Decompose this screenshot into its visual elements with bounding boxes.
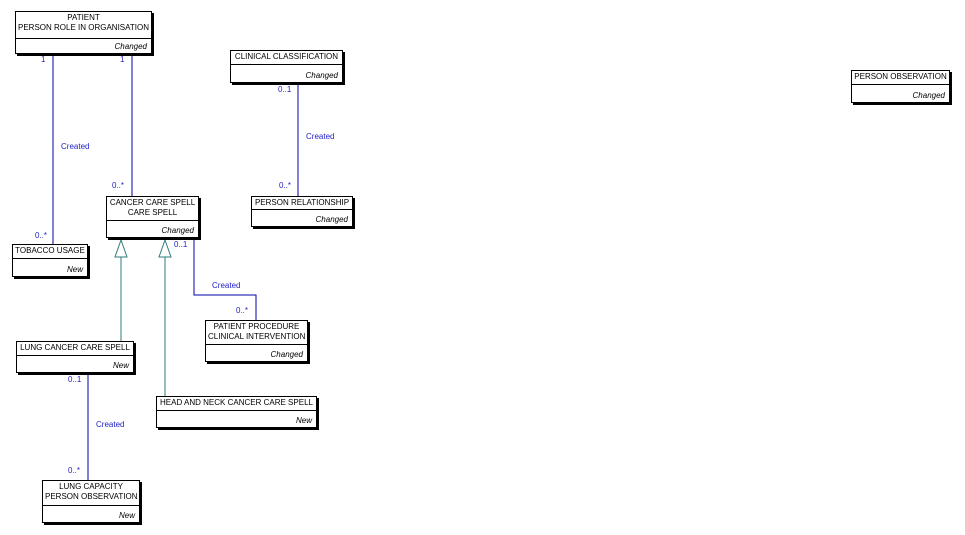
inheritance-arrow-head-neck [158,238,172,258]
entity-head-neck-cancer-care-spell[interactable]: HEAD AND NECK CANCER CARE SPELL New [156,396,317,428]
entity-person-relationship-name: PERSON RELATIONSHIP [252,197,352,208]
entity-clinical-classification-name: CLINICAL CLASSIFICATION [231,51,342,62]
entity-patient-name: PATIENT PERSON ROLE IN ORGANISATION [16,12,151,33]
entity-lung-capacity[interactable]: LUNG CAPACITY PERSON OBSERVATION New [42,480,140,523]
relationship-label-cancer-procedure: Created [212,281,241,290]
cardinality-classification-source: 0..1 [278,85,292,94]
cardinality-patient-tobacco-source: 1 [41,55,46,64]
entity-tobacco-usage-divider [13,258,87,259]
entity-tobacco-usage-status: New [66,265,83,274]
entity-person-observation-name: PERSON OBSERVATION [852,71,949,82]
entity-person-observation-divider [852,84,949,85]
entity-clinical-classification-title: CLINICAL CLASSIFICATION [234,52,339,61]
entity-lung-capacity-title: LUNG CAPACITY [59,482,123,491]
entity-patient-procedure[interactable]: PATIENT PROCEDURE CLINICAL INTERVENTION … [205,320,308,362]
entity-patient-procedure-name: PATIENT PROCEDURE CLINICAL INTERVENTION [206,321,307,342]
entity-tobacco-usage-name: TOBACCO USAGE [13,245,87,256]
entity-patient-title: PATIENT [67,13,100,22]
relationship-label-patient-tobacco: Created [61,142,90,151]
entity-patient-procedure-divider [206,344,307,345]
entity-lung-capacity-status: New [118,511,135,520]
cardinality-classification-target: 0..* [279,181,292,190]
cardinality-cancer-procedure-target: 0..* [236,306,249,315]
entity-head-neck-cancer-care-spell-title: HEAD AND NECK CANCER CARE SPELL [160,398,313,407]
cardinality-cancer-procedure-source: 0..1 [174,240,188,249]
entity-patient-divider [16,38,151,39]
entity-head-neck-cancer-care-spell-status: New [295,416,312,425]
entity-cancer-care-spell-name: CANCER CARE SPELL CARE SPELL [107,197,198,218]
entity-cancer-care-spell[interactable]: CANCER CARE SPELL CARE SPELL Changed [106,196,199,238]
entity-cancer-care-spell-divider [107,220,198,221]
entity-tobacco-usage-title: TOBACCO USAGE [15,246,85,255]
cardinality-lung-capacity-source: 0..1 [68,375,82,384]
entity-head-neck-cancer-care-spell-divider [157,410,316,411]
entity-lung-capacity-subtitle: PERSON OBSERVATION [45,492,138,501]
entity-person-observation[interactable]: PERSON OBSERVATION Changed [851,70,950,103]
entity-tobacco-usage[interactable]: TOBACCO USAGE New [12,244,88,277]
link-cancer-procedure [193,238,257,320]
relationship-label-classification: Created [306,132,335,141]
entity-clinical-classification-status: Changed [305,71,338,80]
entity-lung-cancer-care-spell[interactable]: LUNG CANCER CARE SPELL New [16,341,134,373]
entity-clinical-classification[interactable]: CLINICAL CLASSIFICATION Changed [230,50,343,83]
entity-head-neck-cancer-care-spell-name: HEAD AND NECK CANCER CARE SPELL [157,397,316,408]
entity-person-relationship-divider [252,209,352,210]
entity-person-observation-status: Changed [912,91,945,100]
entity-patient-procedure-subtitle: CLINICAL INTERVENTION [208,332,306,341]
entity-person-relationship-title: PERSON RELATIONSHIP [254,198,350,207]
entity-lung-cancer-care-spell-title: LUNG CANCER CARE SPELL [20,343,130,352]
entity-patient-procedure-title: PATIENT PROCEDURE [213,322,300,331]
entity-patient-procedure-status: Changed [270,350,303,359]
cardinality-patient-tobacco-target: 0..* [35,231,48,240]
cardinality-patient-cancer-source: 1 [120,55,125,64]
entity-lung-cancer-care-spell-name: LUNG CANCER CARE SPELL [17,342,133,353]
relationship-label-lung-capacity: Created [96,420,125,429]
inheritance-arrow-lung [114,238,128,258]
entity-lung-cancer-care-spell-divider [17,355,133,356]
entity-cancer-care-spell-subtitle: CARE SPELL [127,208,178,217]
entity-patient-status: Changed [114,42,147,51]
entity-patient[interactable]: PATIENT PERSON ROLE IN ORGANISATION Chan… [15,11,152,54]
entity-lung-capacity-divider [43,505,139,506]
cardinality-lung-capacity-target: 0..* [68,466,81,475]
entity-lung-capacity-name: LUNG CAPACITY PERSON OBSERVATION [43,481,139,502]
entity-person-relationship[interactable]: PERSON RELATIONSHIP Changed [251,196,353,227]
entity-lung-cancer-care-spell-status: New [112,361,129,370]
entity-cancer-care-spell-title: CANCER CARE SPELL [109,198,196,207]
entity-patient-subtitle: PERSON ROLE IN ORGANISATION [18,23,149,32]
entity-clinical-classification-divider [231,64,342,65]
cardinality-patient-cancer-target: 0..* [112,181,125,190]
entity-person-observation-title: PERSON OBSERVATION [854,72,947,81]
entity-cancer-care-spell-status: Changed [161,226,194,235]
entity-person-relationship-status: Changed [315,215,348,224]
